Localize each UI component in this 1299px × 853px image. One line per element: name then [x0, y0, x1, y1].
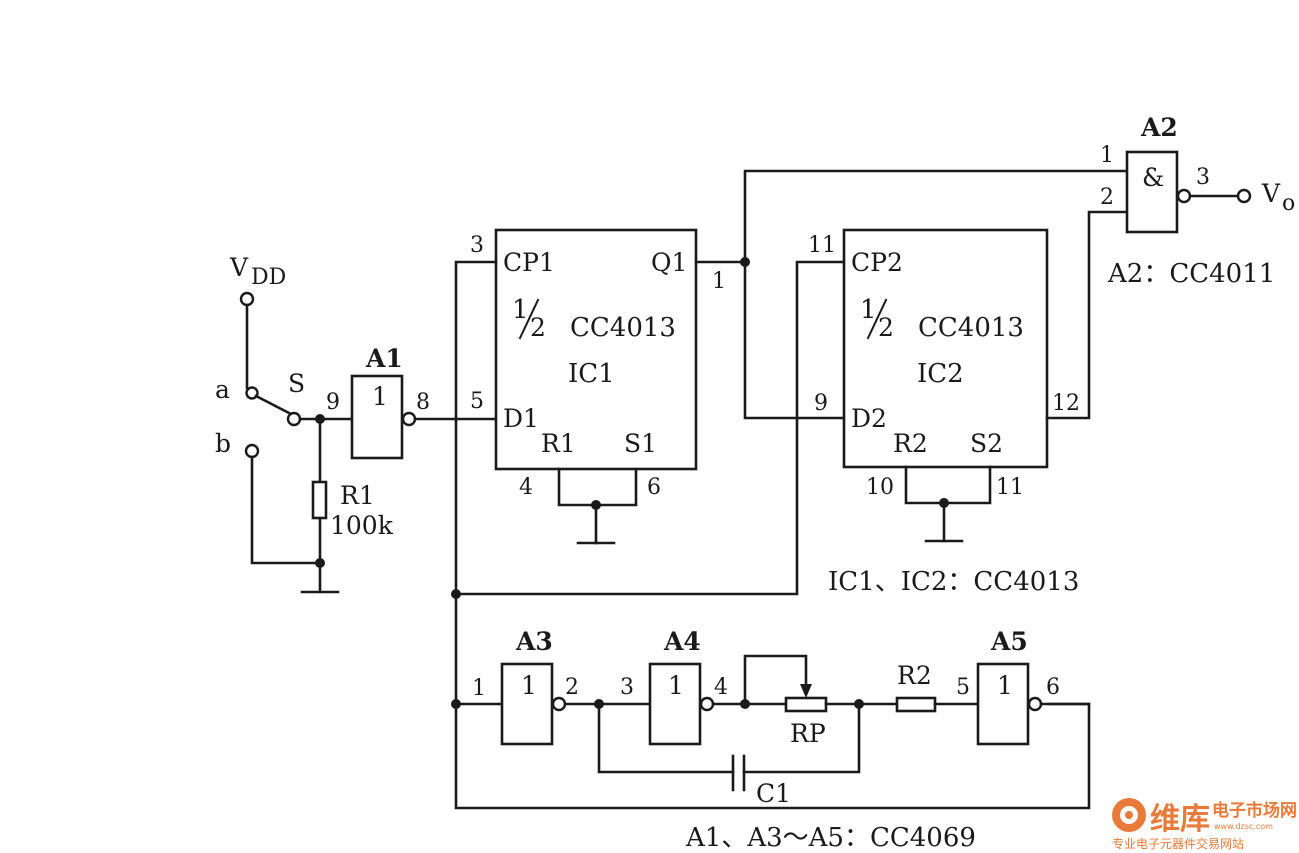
- ic2-name: IC2: [917, 359, 964, 389]
- a3-symbol: 1: [521, 671, 537, 700]
- inverter-a5: 1 A5 6: [976, 627, 1060, 746]
- watermark-logo: 维库 电子市场网 www.dzsc.com 专业电子元器件交易网站: [1112, 798, 1297, 851]
- watermark-brand: 维库: [1150, 802, 1210, 837]
- r2-label: R2: [897, 661, 932, 690]
- ic2-pin-cp: 11: [808, 233, 836, 258]
- ic1-half-num: 1: [512, 295, 529, 325]
- watermark-tagline: 电子市场网: [1212, 800, 1297, 821]
- vdd-label: V: [229, 253, 249, 282]
- watermark-slogan: 专业电子元器件交易网站: [1112, 836, 1244, 851]
- switch-pos-a: a: [215, 375, 230, 404]
- resistor-r1: R1 100k: [300, 417, 394, 594]
- ic1-q-label: Q1: [651, 248, 687, 277]
- ic1-d-label: D1: [503, 404, 539, 433]
- ic1-pin-r: 4: [519, 475, 533, 500]
- ic2-chip: CC4013: [918, 313, 1024, 343]
- r1-value: 100k: [330, 511, 394, 540]
- ic2-r-label: R2: [893, 429, 928, 458]
- output-terminal: V o: [1236, 179, 1295, 216]
- switch-pos-b: b: [215, 429, 231, 458]
- ic1-half-den: 2: [530, 313, 546, 342]
- a4-pin-out: 4: [714, 675, 728, 700]
- a1-pin-in: 9: [326, 390, 340, 415]
- a2-pin-in2: 2: [1100, 185, 1114, 210]
- ic2-pin-q: 12: [1052, 391, 1080, 416]
- a2-label: A2: [1140, 113, 1178, 142]
- a3-label: A3: [515, 627, 553, 656]
- a5-label: A5: [990, 627, 1028, 656]
- ic1-chip: CC4013: [570, 313, 676, 343]
- a5-pin-in: 5: [956, 675, 970, 700]
- ic1-pin-cp: 3: [470, 233, 484, 258]
- a4-symbol: 1: [668, 671, 684, 700]
- ic-chip-note: IC1、IC2：CC4013: [828, 567, 1079, 597]
- ic1-r-label: R1: [541, 429, 576, 458]
- resistor-r2: R2: [895, 661, 937, 713]
- a4-pin-in: 3: [620, 675, 634, 700]
- ic1-cp-label: CP1: [503, 248, 555, 277]
- ic1-pin-q: 1: [712, 269, 726, 294]
- output-label: V: [1261, 179, 1281, 208]
- switch-s[interactable]: S a b: [215, 369, 322, 565]
- nand-gate-a2: & A2 1 2 3: [1100, 113, 1210, 234]
- potentiometer-rp: RP: [743, 654, 899, 748]
- r1-label: R1: [340, 481, 375, 510]
- ic1-pin-d: 5: [470, 389, 484, 414]
- output-subscript: o: [1282, 191, 1295, 216]
- a1-pin-out: 8: [416, 390, 430, 415]
- inverter-chip-note: A1、A3～A5：CC4069: [685, 823, 976, 853]
- a5-symbol: 1: [997, 671, 1013, 700]
- a5-pin-out: 6: [1046, 675, 1060, 700]
- ic1-s-label: S1: [624, 429, 657, 458]
- switch-label: S: [288, 369, 305, 398]
- ic1-name: IC1: [568, 359, 615, 389]
- flipflop-ic2: CP2 1 2 CC4013 IC2 D2 R2 S2 12 10 11: [842, 228, 1080, 500]
- a1-label: A1: [365, 344, 403, 373]
- ic2-d-label: D2: [851, 404, 887, 433]
- watermark-url: www.dzsc.com: [1214, 822, 1273, 831]
- ic2-half-num: 1: [860, 295, 877, 325]
- capacitor-c1: C1: [597, 702, 861, 808]
- ic2-cp-label: CP2: [851, 248, 903, 277]
- vdd-subscript: DD: [251, 265, 286, 290]
- a2-pin-in1: 1: [1100, 143, 1114, 168]
- vdd-terminal: V DD: [229, 253, 286, 400]
- a4-label: A4: [663, 627, 701, 656]
- ic2-pin-d: 9: [814, 391, 828, 416]
- a2-symbol: &: [1142, 163, 1164, 192]
- ic2-pin-s: 11: [996, 475, 1024, 500]
- ic1-pin-s: 6: [647, 475, 661, 500]
- ic2-s-label: S2: [970, 429, 1003, 458]
- ic2-pin-r: 10: [866, 475, 894, 500]
- inverter-a4: 1 A4 4: [648, 627, 728, 746]
- flipflop-ic1: CP1 Q1 1 2 CC4013 IC1 D1 R1 S1 3 1 4 6: [470, 228, 726, 500]
- inverter-a3: 1 A3 2: [500, 627, 579, 746]
- a2-chip-note: A2：CC4011: [1107, 259, 1275, 289]
- a3-pin-in: 1: [472, 676, 486, 701]
- a3-pin-out: 2: [565, 675, 579, 700]
- rp-label: RP: [790, 719, 826, 748]
- inverter-a1: 1 A1 8: [350, 344, 430, 460]
- c1-label: C1: [756, 779, 791, 808]
- a2-pin-out: 3: [1196, 165, 1210, 190]
- ic2-half-den: 2: [878, 313, 894, 342]
- a1-symbol: 1: [372, 382, 388, 411]
